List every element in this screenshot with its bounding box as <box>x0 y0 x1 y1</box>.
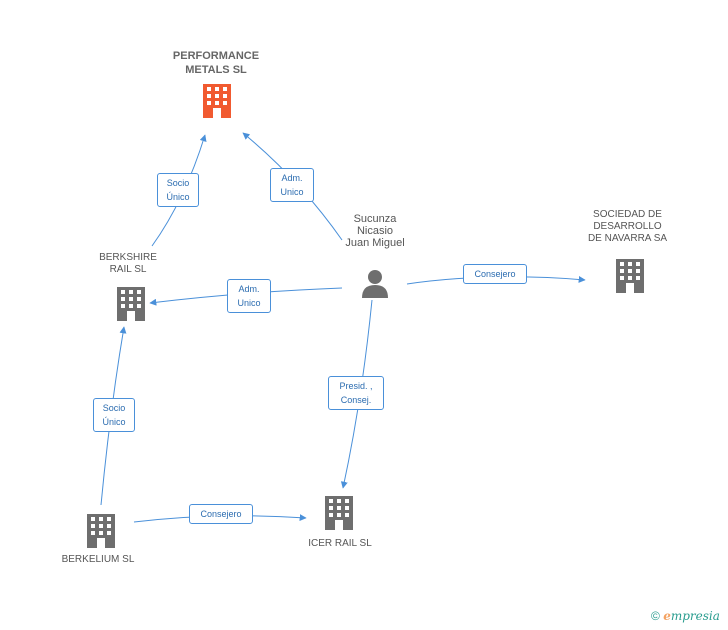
edge-label-berkshire-to-performance: Socio Único <box>157 173 199 207</box>
performance-metals-label[interactable]: PERFORMANCE METALS SL <box>172 50 260 76</box>
brand-logo[interactable]: empresia <box>663 609 720 623</box>
footer-branding: © empresia <box>651 609 720 623</box>
sucunza-label[interactable]: Sucunza Nicasio Juan Miguel <box>345 213 405 249</box>
sociedad-desarrollo-label[interactable]: SOCIEDAD DE DESARROLLO DE NAVARRA SA <box>587 209 668 244</box>
brand-logo-text: mpresia <box>670 609 720 623</box>
edge-label-sucunza-to-sociedad: Consejero <box>463 264 527 284</box>
edge-label-sucunza-to-performance: Adm. Unico <box>270 168 314 202</box>
sociedad-desarrollo-building-icon[interactable] <box>616 259 644 293</box>
brand-logo-e: e <box>663 609 671 623</box>
icer-rail-building-icon[interactable] <box>325 496 353 530</box>
sucunza-person-icon[interactable] <box>362 270 388 298</box>
berkelium-label[interactable]: BERKELIUM SL <box>61 554 135 565</box>
performance-metals-building-icon[interactable] <box>203 84 231 118</box>
edge-label-berkelium-to-icer: Consejero <box>189 504 253 524</box>
edge-label-berkelium-to-berkshire: Socio Único <box>93 398 135 432</box>
berkshire-rail-building-icon[interactable] <box>117 287 145 321</box>
edge-label-sucunza-to-icer: Presid. , Consej. <box>328 376 384 410</box>
berkshire-rail-label[interactable]: BERKSHIRE RAIL SL <box>99 252 157 275</box>
icer-rail-label[interactable]: ICER RAIL SL <box>308 538 372 549</box>
copyright-symbol: © <box>651 609 660 623</box>
berkelium-building-icon[interactable] <box>87 514 115 548</box>
edge-label-sucunza-to-berkshire: Adm. Unico <box>227 279 271 313</box>
